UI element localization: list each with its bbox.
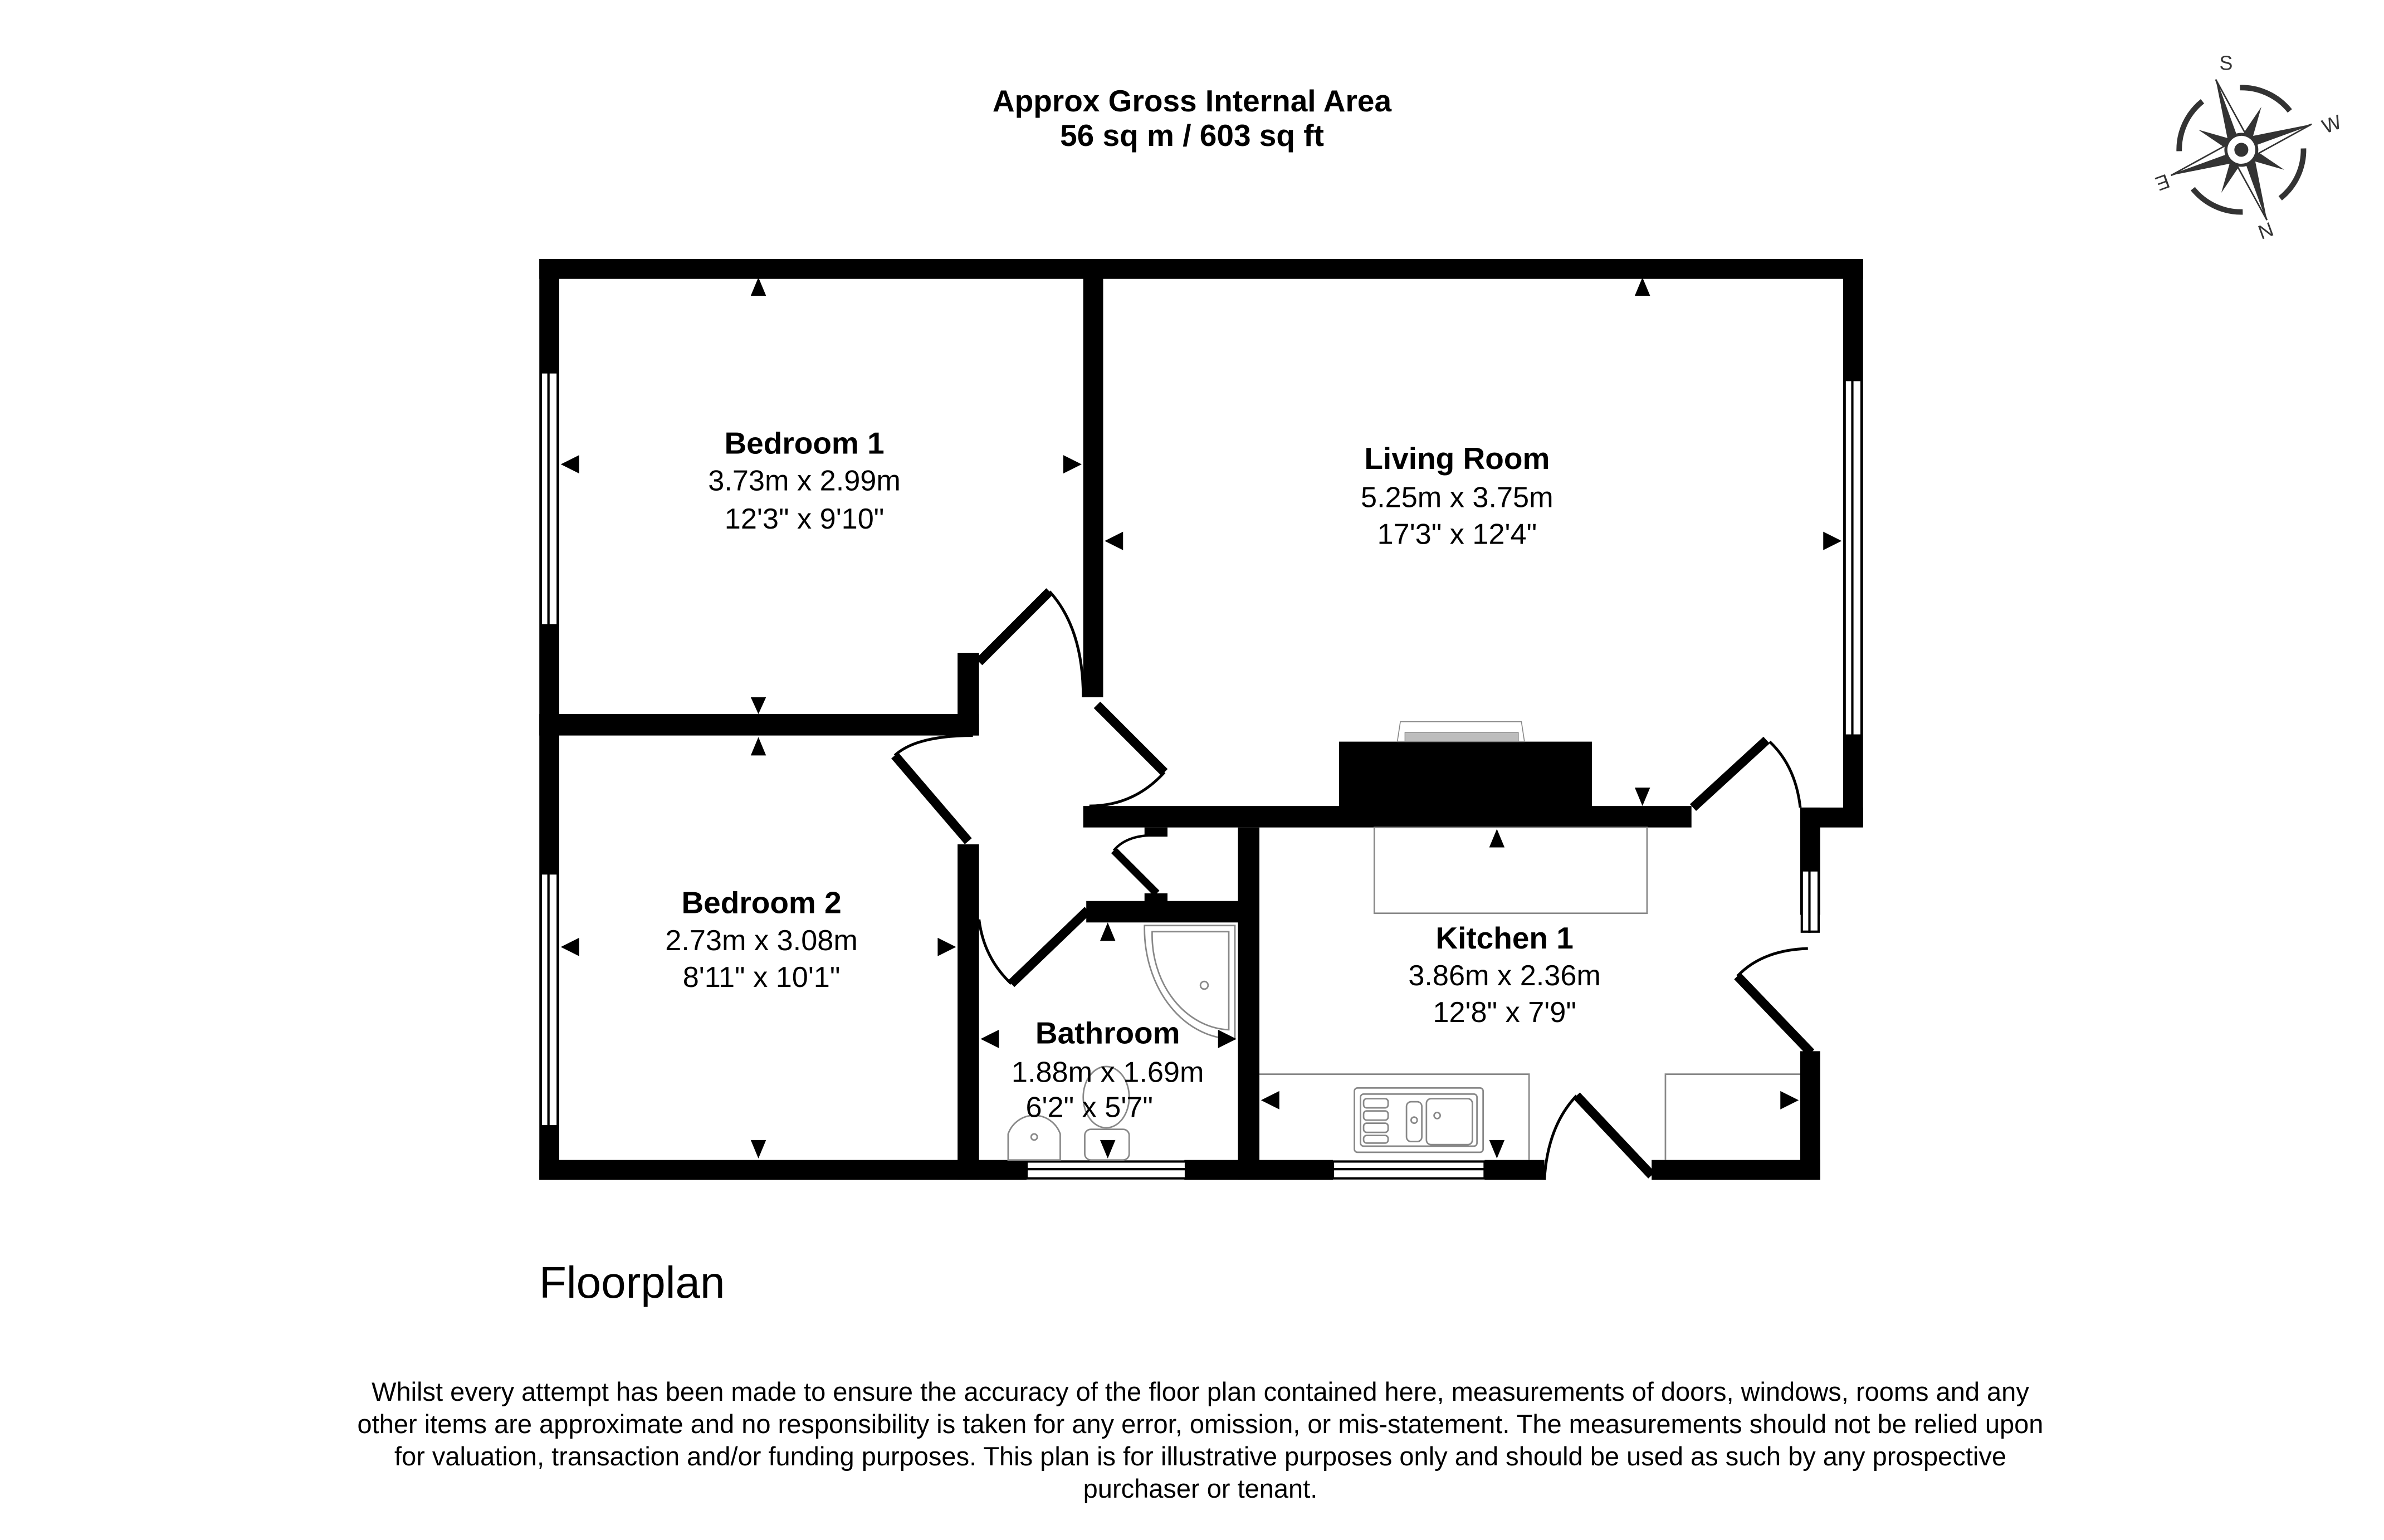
toilet [1082, 1065, 1130, 1129]
compass-label-top: S [2219, 52, 2232, 75]
room-bedroom-2: Bedroom 2 2.73m x 3.08m 8'11" x 10'1" [665, 886, 858, 994]
svg-text:12'8" x 7'9": 12'8" x 7'9" [1433, 996, 1576, 1029]
svg-text:1.88m x 1.69m: 1.88m x 1.69m [1012, 1056, 1204, 1088]
svg-text:17'3" x 12'4": 17'3" x 12'4" [1377, 519, 1537, 551]
doors [891, 588, 1815, 1180]
windows [539, 371, 1863, 1180]
door-hall [1008, 907, 1091, 987]
svg-text:12'3" x 9'10": 12'3" x 9'10" [725, 503, 885, 535]
svg-text:5.25m x 3.75m: 5.25m x 3.75m [1361, 482, 1553, 514]
fixtures [1007, 827, 1801, 1161]
area-heading: Approx Gross Internal Area [992, 84, 1392, 118]
compass-rose-icon: S W N E [2152, 52, 2344, 244]
svg-text:Living Room: Living Room [1364, 441, 1550, 476]
door-living-room [1093, 701, 1168, 776]
svg-text:Kitchen 1: Kitchen 1 [1435, 921, 1574, 955]
svg-text:Bedroom 1: Bedroom 1 [724, 426, 884, 460]
door-kitchen-side [1734, 972, 1815, 1056]
svg-text:2.73m x 3.08m: 2.73m x 3.08m [665, 925, 858, 957]
area-value: 56 sq m / 603 sq ft [1060, 118, 1324, 153]
svg-text:3.73m x 2.99m: 3.73m x 2.99m [708, 465, 901, 497]
kitchen-unit-top [1373, 827, 1648, 915]
floorplan-title: Floorplan [539, 1258, 725, 1307]
room-living-room: Living Room 5.25m x 3.75m 17'3" x 12'4" [1361, 441, 1553, 551]
door-bedroom-2 [891, 752, 972, 844]
door-bathroom [1111, 848, 1160, 896]
svg-text:Bathroom: Bathroom [1035, 1016, 1180, 1050]
svg-text:8'11" x 10'1": 8'11" x 10'1" [683, 961, 841, 994]
door-kitchen-living [1689, 736, 1770, 811]
svg-text:3.86m x 2.36m: 3.86m x 2.36m [1408, 960, 1601, 992]
svg-text:6'2" x 5'7": 6'2" x 5'7" [1025, 1092, 1152, 1124]
room-labels: Bedroom 1 3.73m x 2.99m 12'3" x 9'10" Li… [665, 426, 1601, 1123]
room-kitchen-1: Kitchen 1 3.86m x 2.36m 12'8" x 7'9" [1408, 921, 1601, 1029]
disclaimer-text: Whilst every attempt has been made to en… [357, 1377, 2044, 1503]
door-kitchen-back [1573, 1092, 1655, 1179]
room-bedroom-1: Bedroom 1 3.73m x 2.99m 12'3" x 9'10" [708, 426, 901, 535]
kitchen-sink [1354, 1087, 1484, 1153]
walls [539, 258, 1863, 1180]
room-bathroom: Bathroom 1.88m x 1.69m 6'2" x 5'7" [1012, 1016, 1204, 1124]
dimension-markers [560, 277, 1842, 1158]
fireplace-insert [1404, 732, 1519, 742]
bathroom-basin [1007, 1114, 1061, 1161]
worktop-right [1664, 1073, 1801, 1160]
worktop-left [1259, 1073, 1530, 1160]
door-bedroom-1 [975, 588, 1053, 666]
svg-text:Bedroom 2: Bedroom 2 [681, 886, 841, 920]
